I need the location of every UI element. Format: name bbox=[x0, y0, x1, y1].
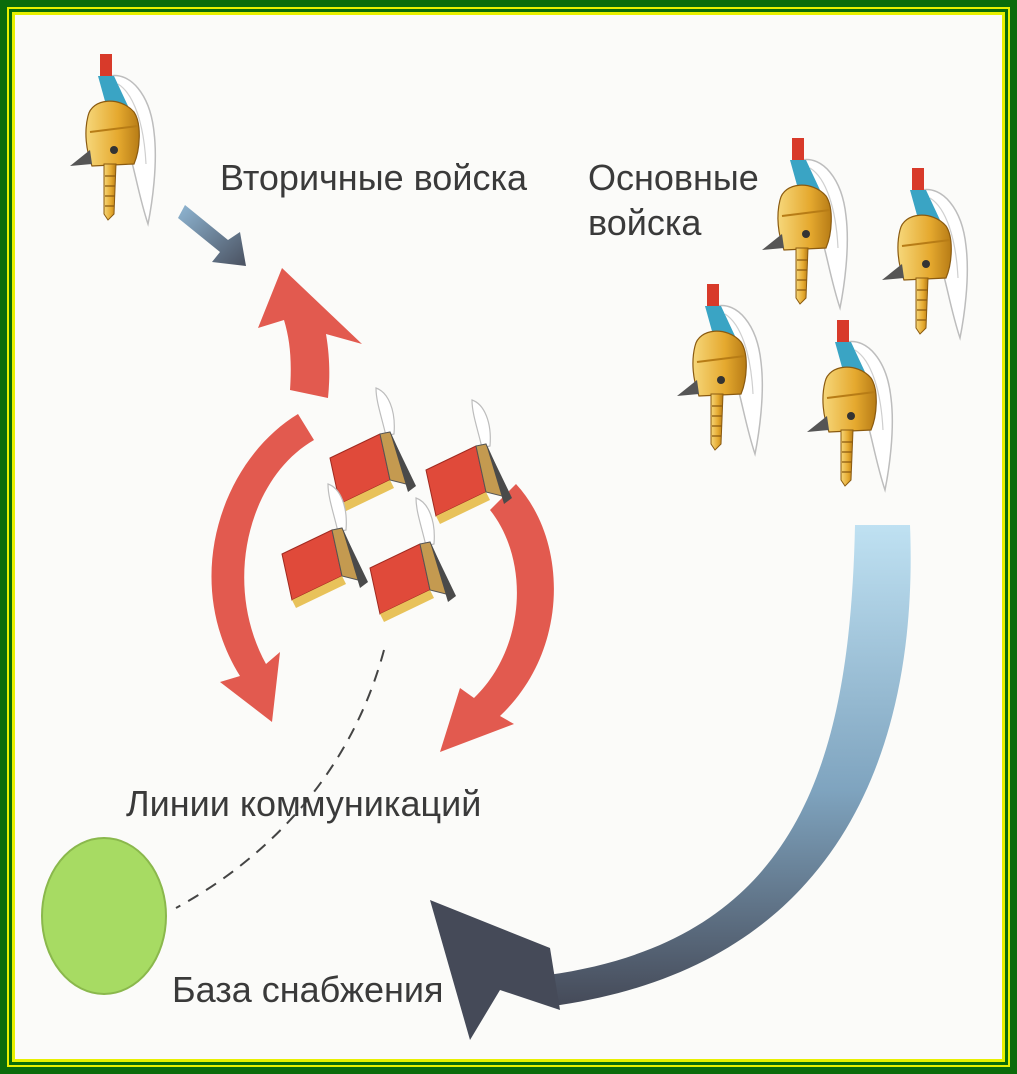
secondary-troops-label: Вторичные войска bbox=[220, 157, 528, 198]
secondary-troops-arrow bbox=[178, 205, 246, 266]
supply-base-label: База снабжения bbox=[172, 969, 443, 1010]
main-troops-helmet-icon bbox=[807, 320, 892, 490]
enemy-phalanx-icon bbox=[330, 388, 416, 512]
main-troops-label-line2: войска bbox=[588, 202, 702, 243]
main-troops-helmet-icon bbox=[677, 284, 762, 454]
communication-line bbox=[176, 650, 384, 908]
secondary-troops-helmet-icon bbox=[70, 54, 155, 224]
main-troops-helmet-icon bbox=[762, 138, 847, 308]
main-troops-label-line1: Основные bbox=[588, 157, 759, 198]
enemy-movement-arrows bbox=[211, 268, 553, 752]
supply-base-circle bbox=[42, 838, 166, 994]
communication-lines-label: Линии коммуникаций bbox=[126, 783, 481, 824]
main-troops-flank-arrow bbox=[430, 525, 911, 1040]
main-troops-helmet-icon bbox=[882, 168, 967, 338]
enemy-phalanx-group bbox=[282, 388, 512, 622]
